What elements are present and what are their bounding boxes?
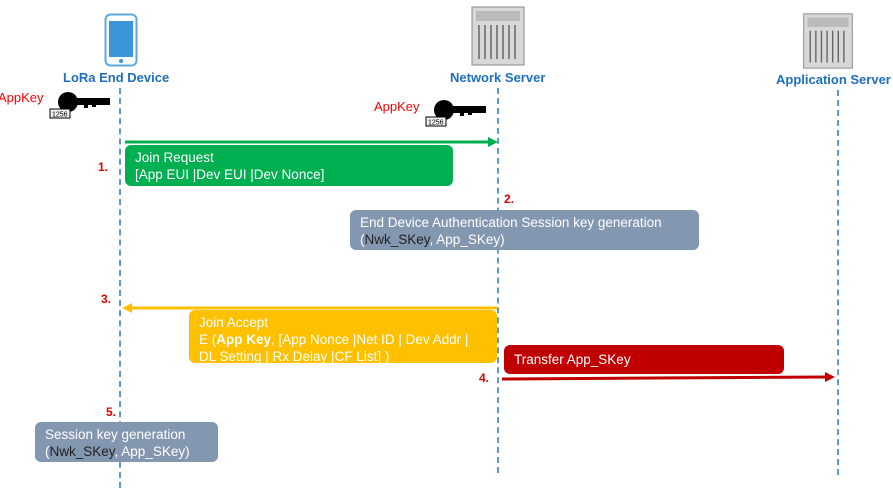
authentication-title: End Device Authentication Session key ge…	[360, 215, 662, 230]
app-skey: App_SKey)	[436, 232, 505, 247]
encrypt-prefix: E (	[199, 332, 217, 347]
transfer-box: Transfer App_SKey	[504, 345, 784, 374]
step-1-number: 1.	[98, 160, 109, 174]
join-accept-fields: , [App Nonce |Net ID | Dev Addr |	[271, 332, 469, 347]
network-server-icon	[471, 6, 525, 66]
nwk-skey: Nwk_SKey	[49, 444, 115, 459]
actor-lora-end-device: LoRa End Device	[63, 70, 170, 85]
session-key-title: Session key generation	[45, 427, 186, 442]
join-request-arrow	[125, 137, 498, 147]
lifeline-application	[837, 90, 839, 475]
app-skey: , App_SKey)	[114, 444, 190, 459]
join-accept-box: Join Accept E (App Key, [App Nonce |Net …	[189, 310, 497, 364]
join-accept-fields-2: DL Setting | Rx Delay |CF List] )	[199, 349, 390, 364]
phone-icon	[104, 13, 138, 67]
key-icon: 1256	[49, 92, 110, 119]
lifeline-device	[119, 88, 121, 488]
network-appkey-label: AppKey	[374, 99, 420, 114]
app-key-bold: App Key	[216, 332, 272, 347]
comma: ,	[429, 232, 437, 247]
lifeline-network	[497, 88, 499, 473]
svg-text:1256: 1256	[52, 112, 68, 119]
step-2-number: 2.	[504, 192, 515, 206]
join-request-fields: [App EUI |Dev EUI |Dev Nonce]	[135, 167, 325, 182]
authentication-box: End Device Authentication Session key ge…	[350, 210, 699, 250]
paren: (	[45, 444, 50, 459]
nwk-skey: Nwk_SKey	[364, 232, 430, 247]
paren: (	[360, 232, 365, 247]
join-request-box: Join Request [App EUI |Dev EUI |Dev Nonc…	[125, 145, 453, 186]
key-icon: 1256	[425, 100, 486, 127]
join-accept-title: Join Accept	[199, 315, 269, 330]
session-key-box: Session key generation (Nwk_SKey, App_SK…	[35, 422, 218, 462]
device-appkey-label: AppKey	[0, 90, 44, 105]
transfer-arrow	[501, 372, 835, 382]
join-request-title: Join Request	[135, 150, 214, 165]
application-server-icon	[803, 13, 853, 69]
actor-application-server: Application Server	[776, 72, 891, 87]
transfer-title: Transfer App_SKey	[514, 352, 631, 367]
step-4-number: 4.	[479, 371, 490, 385]
svg-text:1256: 1256	[428, 120, 444, 127]
step-3-number: 3.	[101, 292, 112, 306]
actor-network-server: Network Server	[450, 70, 546, 85]
join-accept-arrow	[122, 303, 497, 313]
step-5-number: 5.	[106, 405, 117, 419]
